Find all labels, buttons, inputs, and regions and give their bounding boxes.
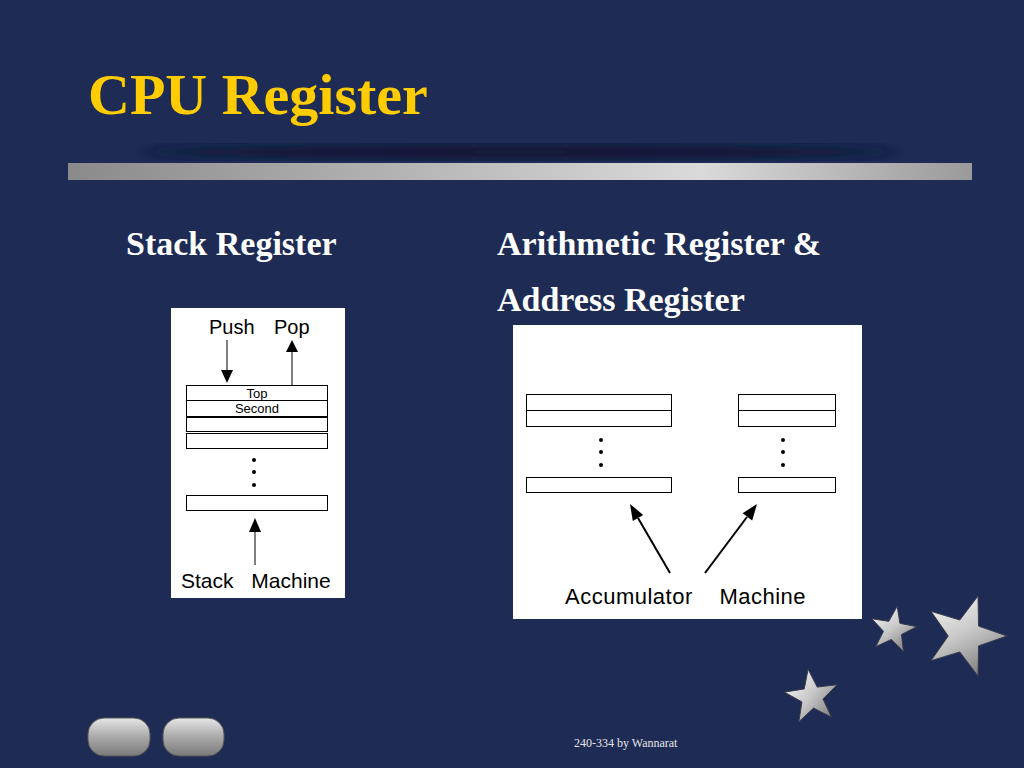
section-heading: Arithmetic Register & Address Register — [497, 216, 897, 328]
bar-shadow — [140, 145, 900, 159]
forward-button — [163, 718, 224, 756]
accumulator-machine-panel: Accumulator Machine — [513, 325, 862, 619]
machine-caption: Accumulator Machine — [565, 585, 806, 609]
accumulator-arrow — [705, 517, 747, 573]
address-register-cell — [739, 395, 836, 411]
back-button — [88, 718, 150, 756]
stack-machine-panel: Push PopStack Machine TopSecond — [171, 308, 345, 598]
continuation-dot — [781, 450, 785, 454]
arrow-head — [221, 370, 233, 383]
push-label: Push — [209, 317, 255, 338]
section-heading: Stack Register — [126, 216, 337, 272]
machine-caption: Stack Machine — [181, 570, 331, 592]
arrow-head — [249, 518, 261, 532]
pop-arrow — [292, 352, 293, 385]
stack-cell — [187, 418, 328, 432]
stack-cell — [187, 496, 328, 511]
star-shape — [782, 666, 842, 724]
stack-top-cell: Top — [186, 385, 328, 401]
stack-second-cell: Second — [186, 400, 328, 417]
address-register-cell — [739, 411, 836, 427]
star-shape — [917, 584, 1016, 681]
arithmetic-register-cell — [527, 395, 672, 411]
arrow-head — [286, 340, 298, 352]
arrow-head — [743, 504, 757, 520]
star-shape — [867, 602, 919, 653]
push-arrow — [227, 340, 228, 372]
continuation-dot — [781, 463, 785, 467]
pop-label: Pop — [274, 317, 310, 338]
continuation-dot — [252, 483, 256, 487]
slide-footer: 240-334 by Wannarat — [574, 736, 677, 750]
continuation-dot — [599, 438, 603, 442]
continuation-dot — [599, 463, 603, 467]
continuation-dot — [599, 450, 603, 454]
register-cell-label: Top — [247, 387, 268, 400]
accumulator-arrow — [638, 518, 670, 573]
navigation-buttons — [88, 718, 224, 756]
arrow-head — [630, 504, 643, 521]
arithmetic-register-cell — [527, 478, 672, 493]
stack-cell — [187, 434, 328, 449]
continuation-dot — [252, 470, 256, 474]
stack-pointer-arrow — [255, 530, 256, 565]
continuation-dot — [781, 438, 785, 442]
register-cell-label: Second — [235, 402, 279, 415]
slide-title: CPU Register — [88, 62, 428, 128]
title-divider-bar — [68, 163, 972, 180]
arithmetic-register-cell — [527, 411, 672, 427]
address-register-cell — [739, 478, 836, 493]
continuation-dot — [252, 458, 256, 462]
